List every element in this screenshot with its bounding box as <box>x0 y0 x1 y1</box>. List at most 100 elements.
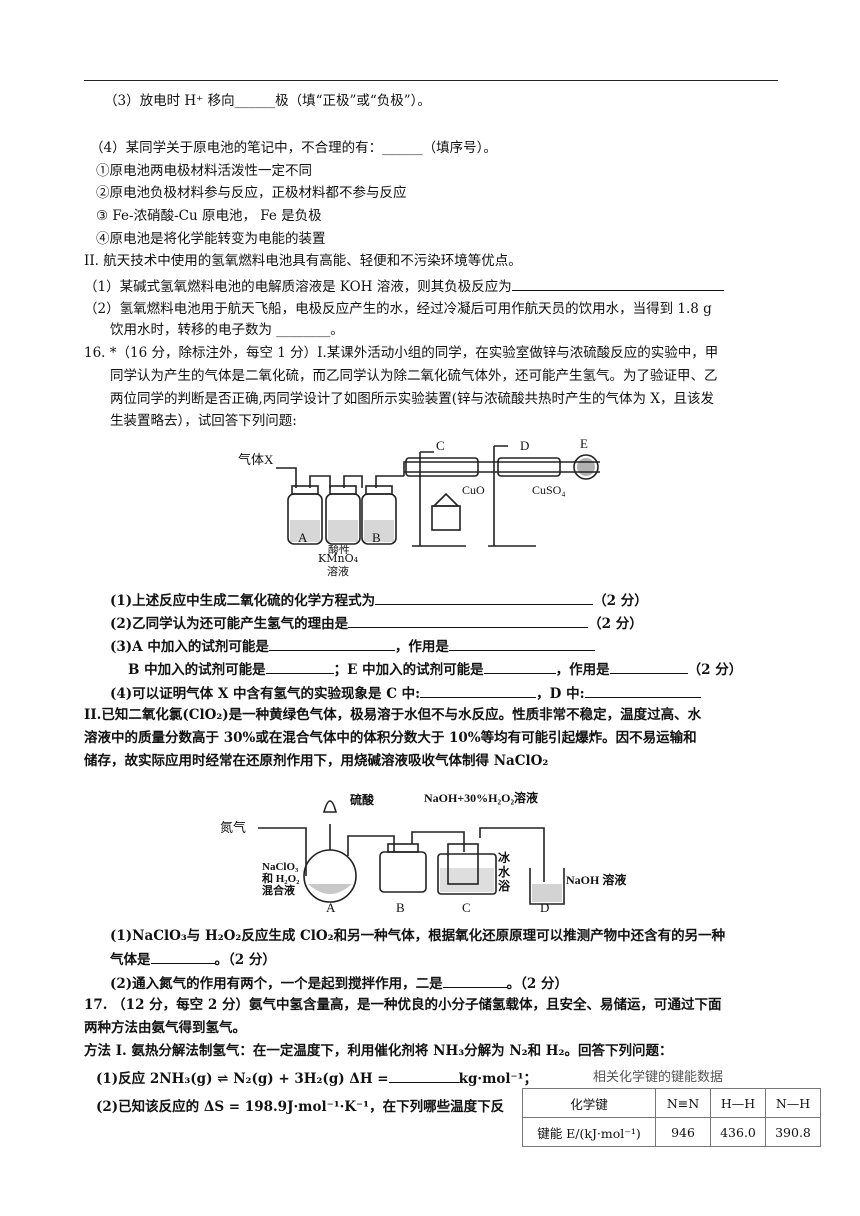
answer-blank <box>150 949 215 964</box>
part-ii-q1-text: （1）某碱式氢氧燃料电池的电解质溶液是 KOH 溶液，则其负极反应为 <box>84 279 512 295</box>
q4-option-1: ①原电池两电极材料活泼性一定不同 <box>96 163 312 179</box>
q3-line: （3）放电时 H⁺ 移向______极（填“正极”或“负极”）。 <box>104 93 431 109</box>
apparatus-diagram-1: 气体X A B C D E CuO CuSO₄ 酸性 <box>238 436 600 554</box>
q16-4-text-a: (4)可以证明气体 X 中含有氢气的实验现象是 C 中: <box>110 686 421 702</box>
q16-line-1: 16. *（16 分，除标注外，每空 1 分）I.某课外活动小组的同学，在实验室… <box>84 345 719 361</box>
header-nn: N≡N <box>655 1088 711 1118</box>
answer-blank <box>609 659 688 674</box>
bond-table-header: 化学键 N≡N H—H N—H <box>522 1088 821 1118</box>
mix-label-3: 混合液 <box>262 883 296 897</box>
top-rule <box>84 80 778 81</box>
kmno4-caption-1: 酸性 <box>328 543 350 554</box>
q16-ii-2-score: 。（2 分） <box>506 976 569 992</box>
fig2-label-a: A <box>326 900 336 914</box>
q16-ii-1-score: 。（2 分） <box>214 952 276 968</box>
q16-4-text-b: ，D 中: <box>536 686 585 702</box>
q16-ii-1b: 气体是 。（2 分） <box>110 949 276 969</box>
q16-1: (1)上述反应中生成二氧化硫的化学方程式为 （2 分） <box>110 590 648 610</box>
q17-1-text: (1)反应 2NH₃(g) ⇌ N₂(g) + 3H₂(g) ΔH = <box>96 1071 389 1087</box>
q17-1-unit: kg·mol⁻¹； <box>458 1071 538 1087</box>
kmno4-caption-3: 溶液 <box>327 565 349 578</box>
q17-line-3: 方法 I. 氨热分解法制氢气：在一定温度下，利用催化剂将 NH₃分解为 N₂和 … <box>84 1043 673 1059</box>
answer-blank <box>448 636 595 651</box>
gas-x-label: 气体X <box>238 452 274 467</box>
fig1-label-c: C <box>436 438 445 453</box>
q16-3-text-c: B 中加入的试剂可能是 <box>128 662 266 678</box>
q16-2-score: （2 分） <box>588 616 643 632</box>
q16-ii-1b-text: 气体是 <box>110 952 151 968</box>
bond-table-title: 相关化学键的键能数据 <box>592 1070 723 1085</box>
nitrogen-label: 氮气 <box>220 820 246 835</box>
q16-ii-line-2: 溶液中的质量分数高于 30%或在混合气体中的体积分数大于 10%等均有可能引起爆… <box>84 730 697 746</box>
fig2-label-b: B <box>396 900 405 914</box>
answer-blank <box>483 659 556 674</box>
q16-4: (4)可以证明气体 X 中含有氢气的实验现象是 C 中: ，D 中: <box>110 683 701 703</box>
header-hh: H—H <box>710 1088 766 1118</box>
q16-ii-1a: (1)NaClO₃与 H₂O₂反应生成 ClO₂和另一种气体，根据氧化还原原理可… <box>110 928 726 944</box>
answer-blank <box>348 613 589 628</box>
mix-label-1: NaClO₃ <box>262 861 299 873</box>
fig1-label-e: E <box>580 436 588 451</box>
q16-ii-2: (2)通入氮气的作用有两个，一个是起到搅拌作用，二是 。（2 分） <box>110 973 568 993</box>
q16-3-text-e: ，作用是 <box>555 662 610 678</box>
mix-label-2: 和 H₂O₂ <box>262 871 300 885</box>
q16-ii-2-text: (2)通入氮气的作用有两个，一个是起到搅拌作用，二是 <box>110 976 443 992</box>
q16-3-text-d: ；E 中加入的试剂可能是 <box>333 662 484 678</box>
cuso4-label: CuSO₄ <box>532 483 566 497</box>
answer-blank <box>375 590 594 605</box>
fig2-label-d: D <box>540 900 549 914</box>
q16-3-text-b: ，作用是 <box>394 639 449 655</box>
kmno4-caption: KMnO₄ 溶液 <box>318 552 358 578</box>
q4-option-3: ③ Fe-浓硝酸-Cu 原电池， Fe 是负极 <box>96 208 322 224</box>
fig1-label-d: D <box>520 438 529 453</box>
fig1-label-b: B <box>372 530 381 545</box>
q4-option-2: ②原电池负极材料参与反应，正极材料都不参与反应 <box>96 185 407 201</box>
q16-2-text: (2)乙同学认为还可能产生氢气的理由是 <box>110 616 349 632</box>
value-nh: 390.8 <box>765 1117 821 1147</box>
answer-blank <box>584 683 701 698</box>
q16-2: (2)乙同学认为还可能产生氢气的理由是 （2 分） <box>110 613 643 633</box>
q16-line-2: 同学认为产生的气体是二氧化硫，而乙同学认为除二氧化硫气体外，还可能产生氢气。为了… <box>110 368 718 384</box>
apparatus-diagram-2: 氮气 硫酸 NaOH+30%H₂O₂溶液 A B C D NaClO₃ 和 H₂… <box>220 790 626 914</box>
kmno4-caption-2: KMnO₄ <box>318 552 358 565</box>
q17-1: (1)反应 2NH₃(g) ⇌ N₂(g) + 3H₂(g) ΔH = kg·mo… <box>96 1068 537 1088</box>
part-ii-q1: （1）某碱式氢氧燃料电池的电解质溶液是 KOH 溶液，则其负极反应为 <box>84 276 724 296</box>
q17-line-1: 17. （12 分，每空 2 分）氨气中氢含量高，是一种优良的小分子储氢载体，且… <box>84 997 722 1013</box>
q17-2: (2)已知该反应的 ΔS = 198.9J·mol⁻¹·K⁻¹，在下列哪些温度下… <box>96 1099 505 1115</box>
q16-line-3: 两位同学的判断是否正确,丙同学设计了如图所示实验装置(锌与浓硫酸共热时产生的气体… <box>110 391 714 407</box>
q16-3-score: （2 分） <box>687 662 743 678</box>
q16-ii-line-3: 储存，故实际应用时经常在还原剂作用下，用烧碱溶液吸收气体制得 NaClO₂ <box>84 753 549 769</box>
fig1-label-a: A <box>298 530 308 545</box>
ice-label-3: 浴 <box>498 878 511 893</box>
part-ii-intro: II. 航天技术中使用的氢氧燃料电池具有高能、轻便和不污染环境等优点。 <box>84 253 522 269</box>
bond-table-row: 键能 E/(kJ·mol⁻¹) 946 436.0 390.8 <box>522 1117 821 1147</box>
q16-ii-line-1: II.已知二氧化氯(ClO₂)是一种黄绿色气体，极易溶于水但不与水反应。性质非常… <box>84 707 702 723</box>
part-ii-q2-a: （2）氢氧燃料电池用于航天飞船，电极反应产生的水，经过冷凝后可用作航天员的饮用水… <box>84 301 712 317</box>
answer-blank <box>388 1068 459 1083</box>
acid-label: 硫酸 <box>350 792 375 807</box>
q16-3-cont: B 中加入的试剂可能是 ；E 中加入的试剂可能是 ，作用是 （2 分） <box>128 659 742 679</box>
answer-blank <box>420 683 537 698</box>
cuo-label: CuO <box>462 483 485 497</box>
answer-blank <box>442 973 507 988</box>
header-bond: 化学键 <box>522 1088 656 1118</box>
row-label: 键能 E/(kJ·mol⁻¹) <box>522 1117 656 1147</box>
q16-line-4: 生装置略去），试回答下列问题: <box>110 413 297 429</box>
q16-3: (3)A 中加入的试剂可能是，作用是 <box>110 636 595 656</box>
q16-1-text: (1)上述反应中生成二氧化硫的化学方程式为 <box>110 593 376 609</box>
q16-1-score: （2 分） <box>593 593 648 609</box>
answer-blank <box>265 659 334 674</box>
ice-label-2: 水 <box>498 864 511 879</box>
ice-label-1: 冰 <box>498 850 511 865</box>
fig2-label-c: C <box>462 900 471 914</box>
header-nh: N—H <box>765 1088 821 1118</box>
bond-energy-table: 化学键 N≡N H—H N—H 键能 E/(kJ·mol⁻¹) 946 436.… <box>522 1088 821 1147</box>
naoh-label: NaOH 溶液 <box>566 872 626 887</box>
answer-blank <box>268 636 395 651</box>
value-hh: 436.0 <box>710 1117 766 1147</box>
part-ii-q2-b: 饮用水时，转移的电子数为 ________。 <box>110 322 344 338</box>
top-solution-label: NaOH+30%H₂O₂溶液 <box>424 790 538 805</box>
q4-line: （4）某同学关于原电池的笔记中，不合理的有：______（填序号）。 <box>90 140 497 156</box>
q17-line-2: 两种方法由氨气得到氢气。 <box>84 1020 246 1036</box>
q4-option-4: ④原电池是将化学能转变为电能的装置 <box>96 231 326 247</box>
